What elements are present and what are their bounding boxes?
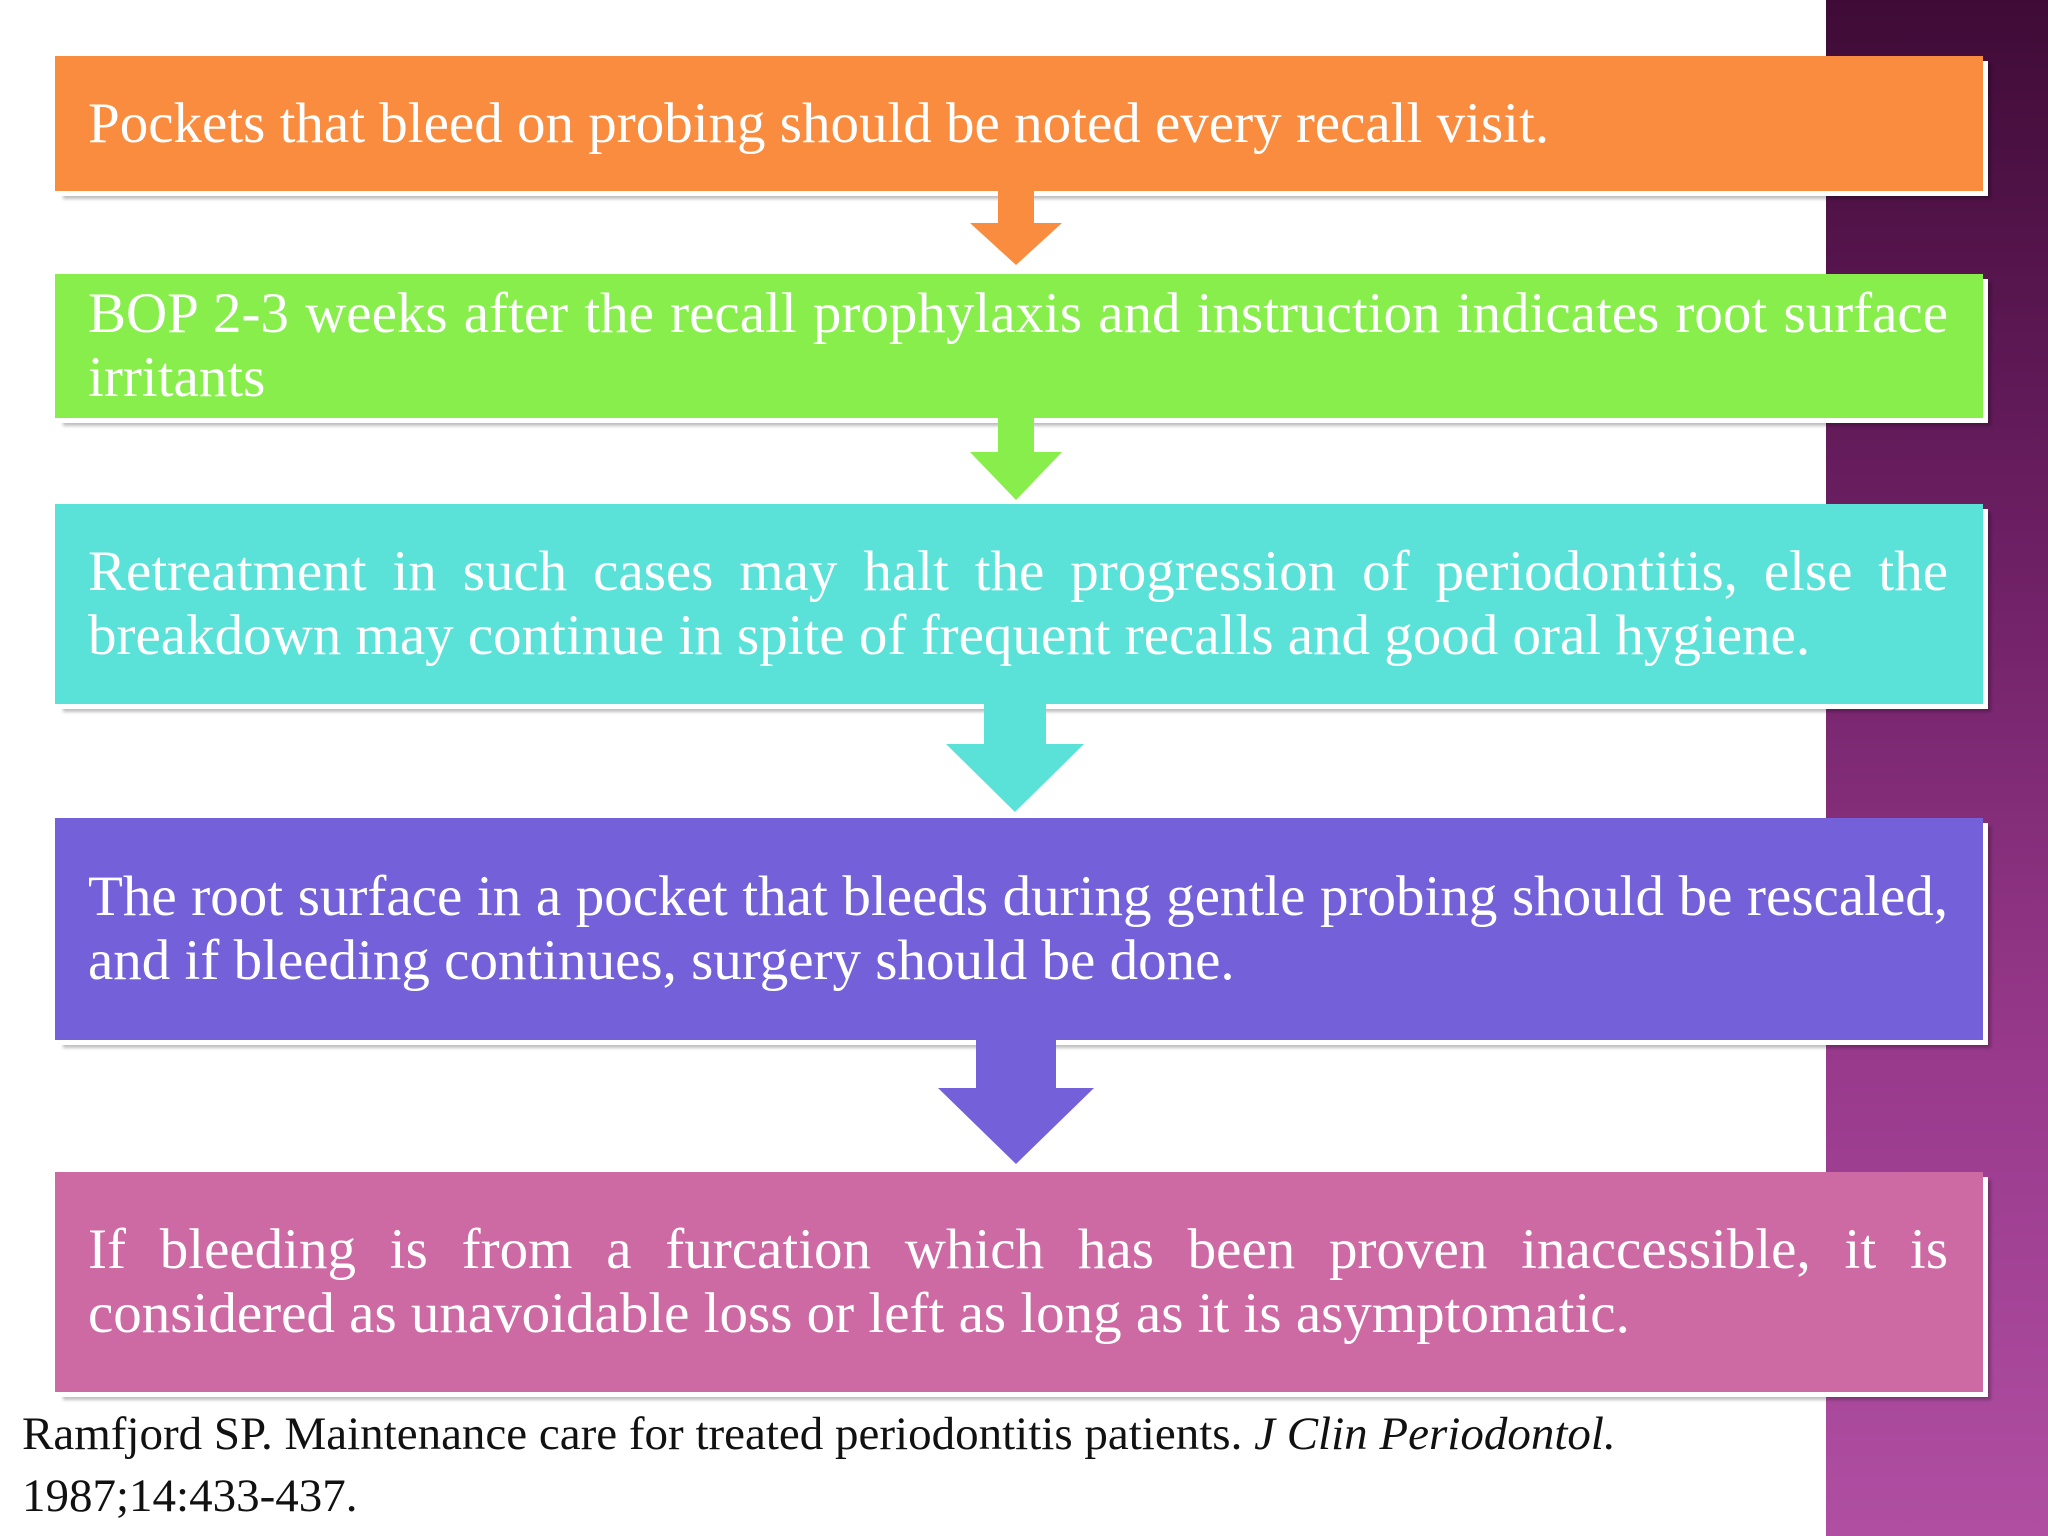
flow-step-3: Retreatment in such cases may halt the p… [55,504,1983,704]
citation-details: 1987;14:433-437. [22,1470,358,1522]
flow-step-3-text: Retreatment in such cases may halt the p… [88,540,1948,667]
reference-citation: Ramfjord SP. Maintenance care for treate… [22,1403,1812,1527]
flow-step-1: Pockets that bleed on probing should be … [55,56,1983,191]
citation-authors-title: Ramfjord SP. Maintenance care for treate… [22,1408,1255,1460]
flow-step-1-text: Pockets that bleed on probing should be … [88,91,1550,155]
flow-step-2: BOP 2-3 weeks after the recall prophylax… [55,274,1983,418]
arrow-down-3 [946,704,1084,812]
flow-step-4-text: The root surface in a pocket that bleeds… [88,865,1948,992]
flow-step-5-text: If bleeding is from a furcation which ha… [88,1218,1948,1345]
flow-step-4: The root surface in a pocket that bleeds… [55,818,1983,1040]
flow-step-5: If bleeding is from a furcation which ha… [55,1172,1983,1392]
flow-step-2-text: BOP 2-3 weeks after the recall prophylax… [88,282,1948,409]
arrow-down-1 [970,191,1062,265]
arrow-down-2 [970,418,1062,500]
citation-journal: J Clin Periodontol. [1254,1408,1616,1460]
arrow-down-4 [938,1040,1094,1164]
